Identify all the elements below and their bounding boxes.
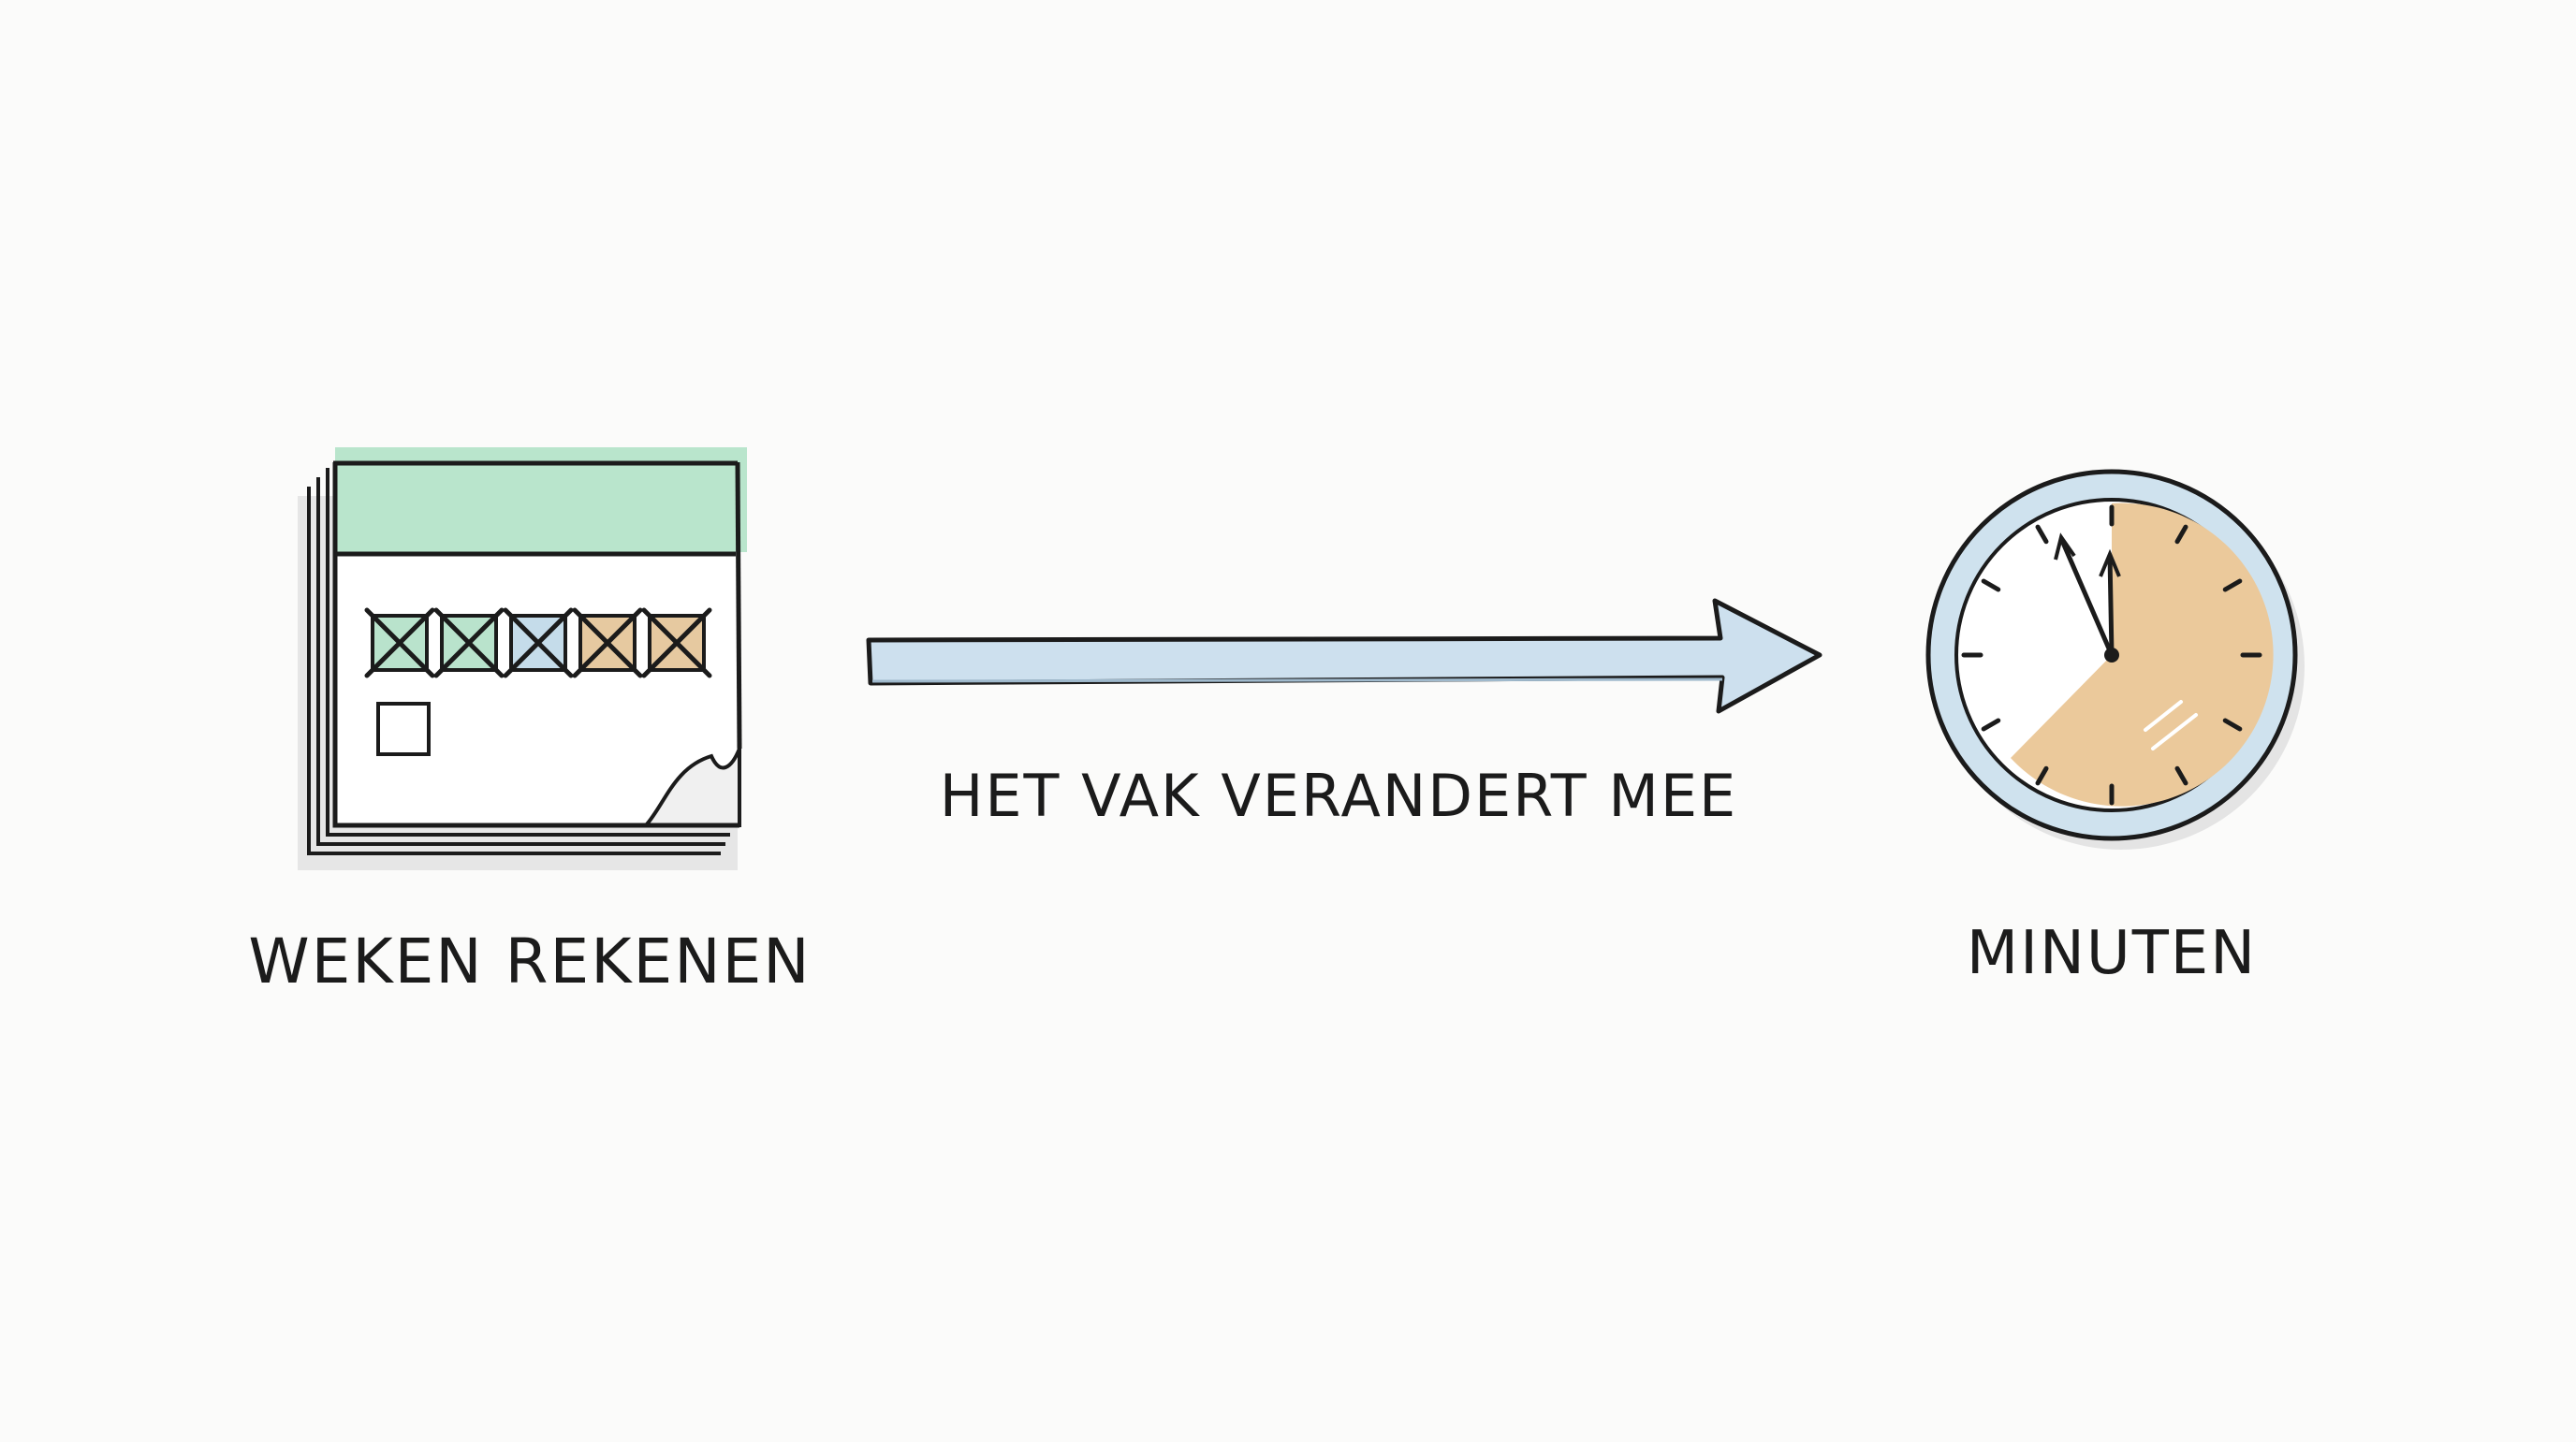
calendar-icon [298,447,747,870]
arrow-shading [871,677,1723,683]
calendar-page-curl [641,748,741,827]
clock-hand-long [2060,540,2115,658]
calendar-checkbox-cross [572,607,643,678]
calendar-checkbox-empty [376,702,431,756]
clock-tick [2035,524,2049,545]
clock-tick [2222,578,2243,592]
clock-tick [1981,578,2001,592]
calendar-checkbox-cross [641,607,712,678]
calendar-sheet-back-1 [326,468,730,837]
label-minuten: MINUTEN [1967,919,2257,988]
calendar-page-right-edge [735,461,742,750]
clock-hand-short-tip [2099,548,2121,577]
clock-hand-short [2107,553,2115,658]
clock-hand-long-tip [2054,532,2076,561]
calendar-checkbox-cross [433,607,505,678]
clock-center-pin [2104,648,2119,663]
calendar-page-outline [332,462,646,828]
arrow-shape [866,598,1822,714]
clock-tick [1981,718,2001,732]
clock-ticks [1961,504,2262,806]
clock-glass-highlight [2144,700,2198,750]
clock-tick [2174,524,2188,545]
calendar-sheet-back-2 [316,477,725,846]
calendar-sheet-back-3 [307,487,721,855]
clock-tick [2222,718,2243,732]
arrow-right [866,598,1822,714]
label-weken-rekenen: WEKEN REKENEN [248,925,811,998]
clock-tick [2174,765,2188,786]
calendar-checkbox-row [364,607,712,756]
clock-elapsed-wedge [2011,503,2274,807]
calendar-checkbox-cross [503,607,574,678]
clock-icon [1925,469,2305,850]
label-het-vak-verandert-mee: HET VAK VERANDERT MEE [940,762,1737,830]
calendar-checkbox-cross [364,607,435,678]
clock-tick [2035,765,2049,786]
